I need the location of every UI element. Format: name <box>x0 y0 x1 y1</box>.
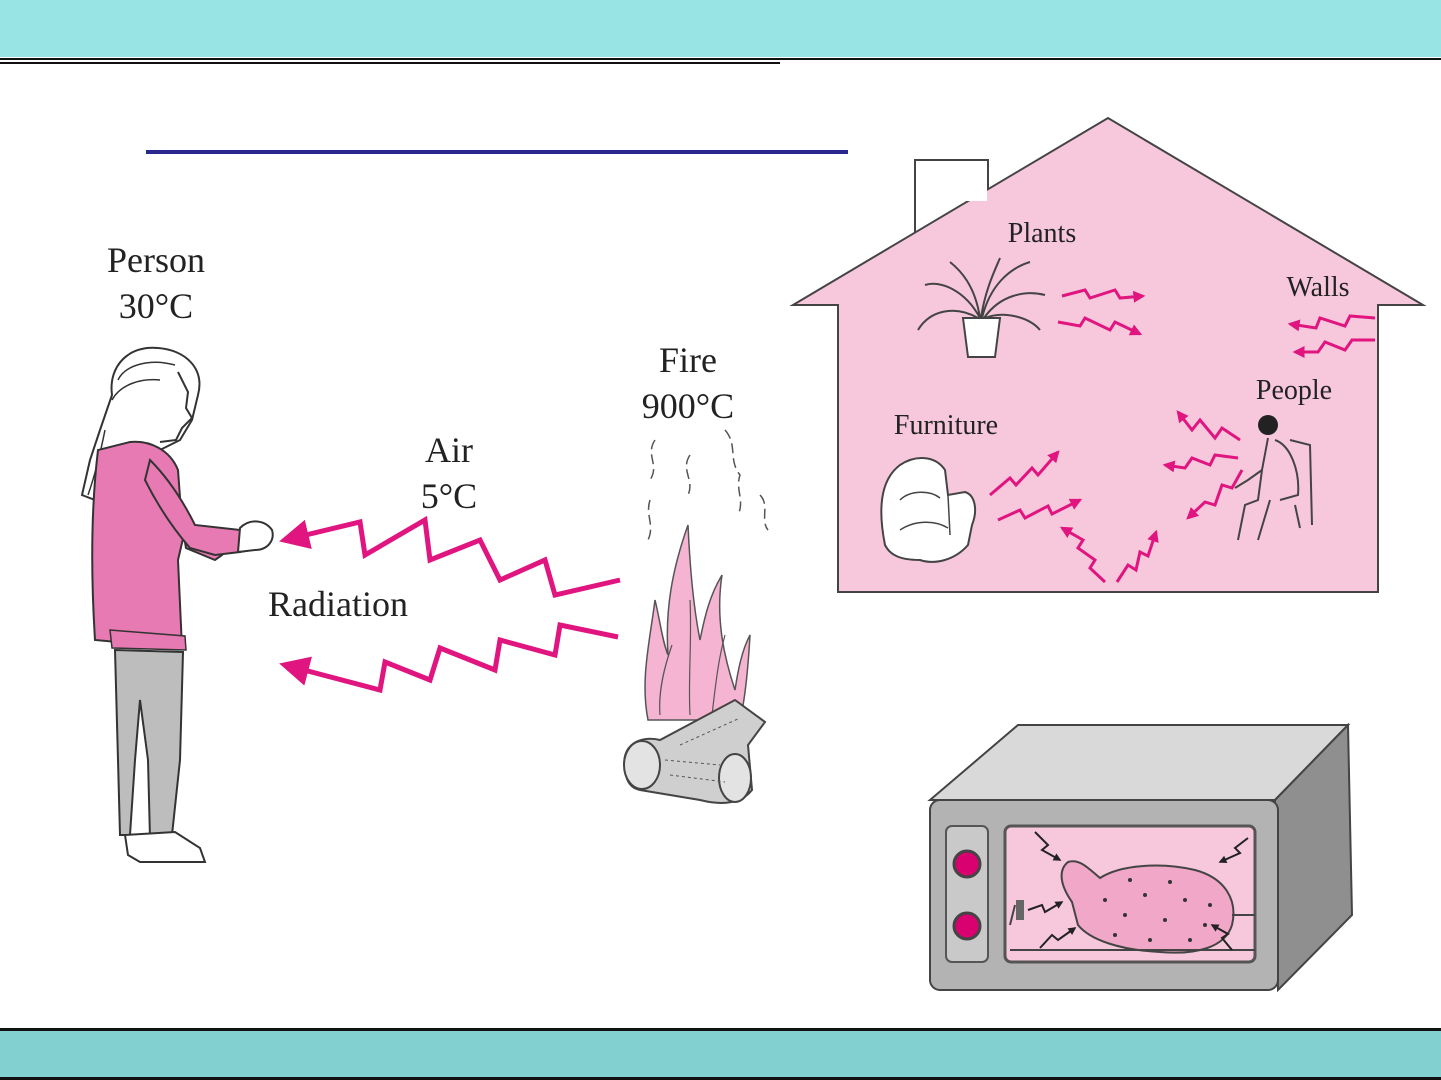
air-label: Air <box>425 430 473 470</box>
air-temp: 5°C <box>421 476 477 516</box>
footer-bar <box>0 1028 1441 1080</box>
plants-label: Plants <box>1008 218 1076 249</box>
radiation-arrow-lower <box>285 625 618 690</box>
title-underline <box>146 150 848 154</box>
furniture-label: Furniture <box>894 410 998 441</box>
people-label: People <box>1256 375 1332 406</box>
fire-temp: 900°C <box>642 386 734 426</box>
person-figure <box>82 348 273 862</box>
person-label: Person <box>107 240 205 280</box>
fire-label: Fire <box>659 340 717 380</box>
fire-illustration <box>624 430 768 803</box>
microwave-knob-bottom <box>954 913 980 939</box>
walls-label: Walls <box>1286 272 1349 303</box>
microwave-oven <box>930 725 1352 990</box>
radiation-label: Radiation <box>268 584 408 624</box>
person-temp: 30°C <box>119 286 193 326</box>
microwave-knob-top <box>954 851 980 877</box>
house-illustration <box>793 118 1423 592</box>
